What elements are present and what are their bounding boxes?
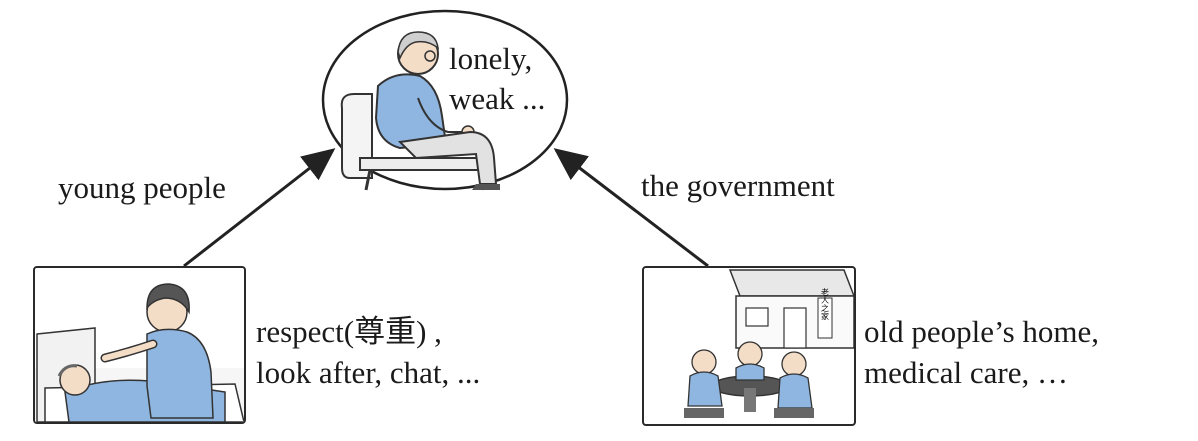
- arrow-government: [553, 148, 709, 268]
- old-peoples-home-illustration: 老人之家: [684, 269, 854, 418]
- young-people-picture: [33, 266, 246, 424]
- government-actions-2: medical care, …: [864, 355, 1068, 390]
- young-people-actions-1: respect(尊重) ,: [256, 314, 442, 349]
- elderly-man-illustration: [340, 31, 500, 191]
- young-people-actions-2: look after, chat, ...: [256, 355, 481, 390]
- elderly-oval: [321, 9, 569, 191]
- elder-word-2: weak ...: [449, 81, 546, 116]
- arrow-label-young-people: young people: [58, 170, 226, 205]
- caregiver-illustration: [35, 283, 244, 422]
- arrow-label-government: the government: [641, 168, 835, 203]
- government-picture: 老人之家: [642, 266, 856, 426]
- government-actions-1: old people’s home,: [864, 314, 1100, 349]
- arrow-young-people: [183, 148, 336, 268]
- home-sign: 老人之家: [821, 287, 830, 320]
- elder-word-1: lonely,: [449, 41, 533, 76]
